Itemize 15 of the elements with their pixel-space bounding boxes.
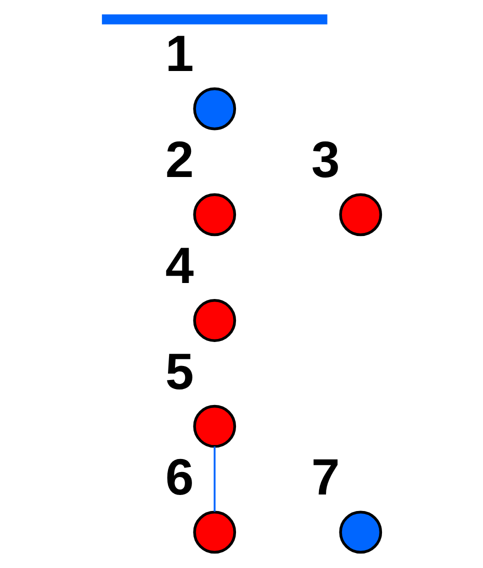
node-circle: [192, 404, 236, 448]
node-circle: [338, 510, 382, 554]
node-label: 2: [164, 131, 194, 188]
node-label: 7: [310, 448, 340, 506]
node-label: 6: [164, 448, 194, 506]
node-label: 3: [310, 131, 340, 188]
node-label: 5: [164, 342, 194, 400]
node-circle: [192, 193, 236, 236]
node-label: 4: [164, 236, 194, 294]
connector: [213, 446, 216, 512]
node-label: 1: [164, 25, 194, 82]
node-circle: [192, 510, 236, 554]
node-circle: [338, 193, 382, 236]
node-circle: [192, 299, 236, 342]
node-circle: [192, 87, 236, 130]
